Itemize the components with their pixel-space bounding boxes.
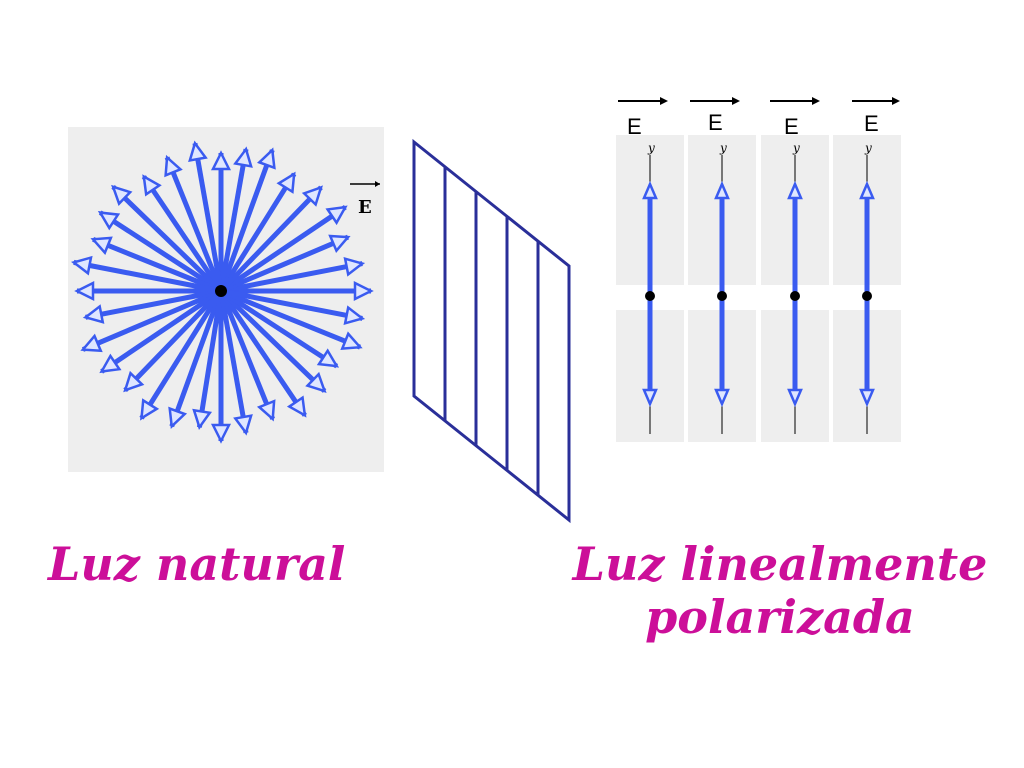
natural-light-arrow [123, 289, 223, 393]
natural-light-arrow [220, 256, 366, 294]
natural-light-arrow [99, 288, 223, 374]
natural-light-arrow [219, 288, 340, 369]
natural-light-arrow [141, 174, 224, 293]
polarized-vector-column: y [761, 135, 829, 442]
natural-light-arrow [80, 288, 222, 353]
polarized-light-caption: Luz linealmente polarizada [560, 538, 1000, 644]
natural-light-arrow [218, 171, 297, 293]
polarized-axis-y-label: y [864, 141, 872, 155]
polarized-vector-column: y [688, 135, 756, 442]
polarized-arrowhead-down [714, 388, 730, 408]
natural-light-arrow [210, 150, 232, 291]
natural-light-arrow [188, 140, 224, 292]
natural-light-arrow [192, 290, 224, 431]
natural-light-arrow [218, 147, 276, 292]
polarized-light-caption-line-2: polarizada [645, 589, 915, 644]
natural-light-caption: Luz natural [48, 538, 345, 591]
polarized-e-vector-3: E [770, 97, 820, 139]
polarized-center-dot [790, 291, 800, 301]
polarized-arrowhead-up [787, 180, 803, 200]
natural-light-arrow [210, 291, 232, 444]
polarized-center-dot [645, 291, 655, 301]
natural-light-arrow [139, 289, 224, 421]
natural-light-arrows [71, 140, 374, 444]
natural-light-arrow [111, 184, 223, 293]
polarized-e-vectors: E E E E [618, 97, 900, 139]
natural-light-arrow [74, 280, 221, 302]
polarized-arrowhead-up [714, 180, 730, 200]
polarized-axis-y-label: y [647, 141, 655, 155]
natural-light-arrow [164, 154, 224, 292]
natural-light-arrow [220, 234, 351, 294]
natural-light-arrow [218, 146, 253, 292]
polarized-vector-column: y [616, 135, 684, 442]
polarized-axis-y-label: y [792, 141, 800, 155]
polarized-vector-column: y [833, 135, 901, 442]
natural-light-arrow [218, 289, 307, 418]
natural-light-caption-text: Luz natural [48, 537, 346, 591]
polarized-e-label-3: E [784, 114, 799, 139]
natural-light-arrow [168, 290, 224, 429]
natural-light-arrow [219, 205, 348, 294]
natural-light-arrow [218, 290, 276, 422]
polarized-e-vector-2: E [690, 97, 740, 135]
natural-light-arrow [97, 210, 223, 294]
polarized-center-dot [717, 291, 727, 301]
polarized-center-dot [862, 291, 872, 301]
natural-light-arrow [220, 288, 366, 326]
natural-light-arrow [219, 185, 323, 293]
natural-light-arrow [90, 236, 222, 294]
polarized-light-caption-line-1: Luz linealmente [572, 537, 988, 591]
natural-light-arrow [71, 255, 222, 294]
polarizer-frame [412, 138, 571, 524]
polarized-axis-y-label: y [719, 141, 727, 155]
polarized-arrowhead-up [859, 180, 875, 200]
natural-light-arrow [219, 289, 327, 393]
polarized-e-vector-4: E [852, 97, 900, 136]
polarizer-filter [412, 138, 571, 524]
natural-e-vector: E [350, 181, 380, 218]
natural-light-arrow [218, 290, 253, 436]
polarized-arrowhead-down [859, 388, 875, 408]
natural-light-arrow [221, 280, 374, 302]
polarized-arrowhead-up [642, 180, 658, 200]
polarized-e-label-2: E [708, 110, 723, 135]
polarized-arrowhead-down [787, 388, 803, 408]
polarized-e-label-1: E [627, 114, 642, 139]
natural-light-center-dot [215, 285, 227, 297]
natural-light-arrow [82, 288, 222, 324]
polarized-arrowhead-down [642, 388, 658, 408]
natural-light-arrow [220, 288, 363, 351]
natural-e-label: E [358, 197, 372, 218]
polarized-e-vector-1: E [618, 97, 668, 139]
polarized-e-label-4: E [864, 111, 879, 136]
